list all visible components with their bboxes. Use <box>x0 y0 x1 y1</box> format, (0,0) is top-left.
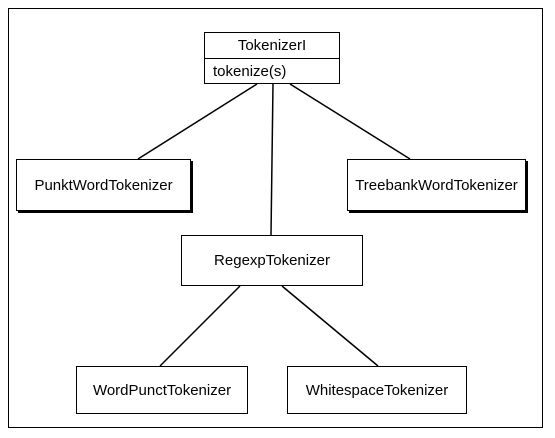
regexp-tokenizer-box: RegexpTokenizer <box>181 235 363 286</box>
link-regexp-whitespace <box>281 285 379 367</box>
punkt-word-tokenizer-box: PunktWordTokenizer <box>16 159 191 211</box>
regexp-tokenizer-label: RegexpTokenizer <box>214 252 330 269</box>
link-interface-regexp <box>270 83 274 236</box>
punkt-word-tokenizer-label: PunktWordTokenizer <box>34 176 173 194</box>
interface-name: TokenizerI <box>205 33 339 59</box>
link-regexp-wordpunct <box>159 285 241 367</box>
whitespace-tokenizer-label: WhitespaceTokenizer <box>305 381 449 399</box>
treebank-word-tokenizer-box: TreebankWordTokenizer <box>347 159 526 211</box>
link-interface-treebank <box>289 83 411 160</box>
tokenizer-interface-box: TokenizerI tokenize(s) <box>204 32 340 84</box>
whitespace-tokenizer-box: WhitespaceTokenizer <box>287 366 467 414</box>
link-interface-punkt <box>137 83 258 160</box>
word-punct-tokenizer-box: WordPunctTokenizer <box>76 366 248 414</box>
interface-method: tokenize(s) <box>213 63 287 80</box>
word-punct-tokenizer-label: WordPunctTokenizer <box>92 381 232 399</box>
treebank-word-tokenizer-label: TreebankWordTokenizer <box>355 176 518 194</box>
diagram-frame <box>8 8 543 428</box>
